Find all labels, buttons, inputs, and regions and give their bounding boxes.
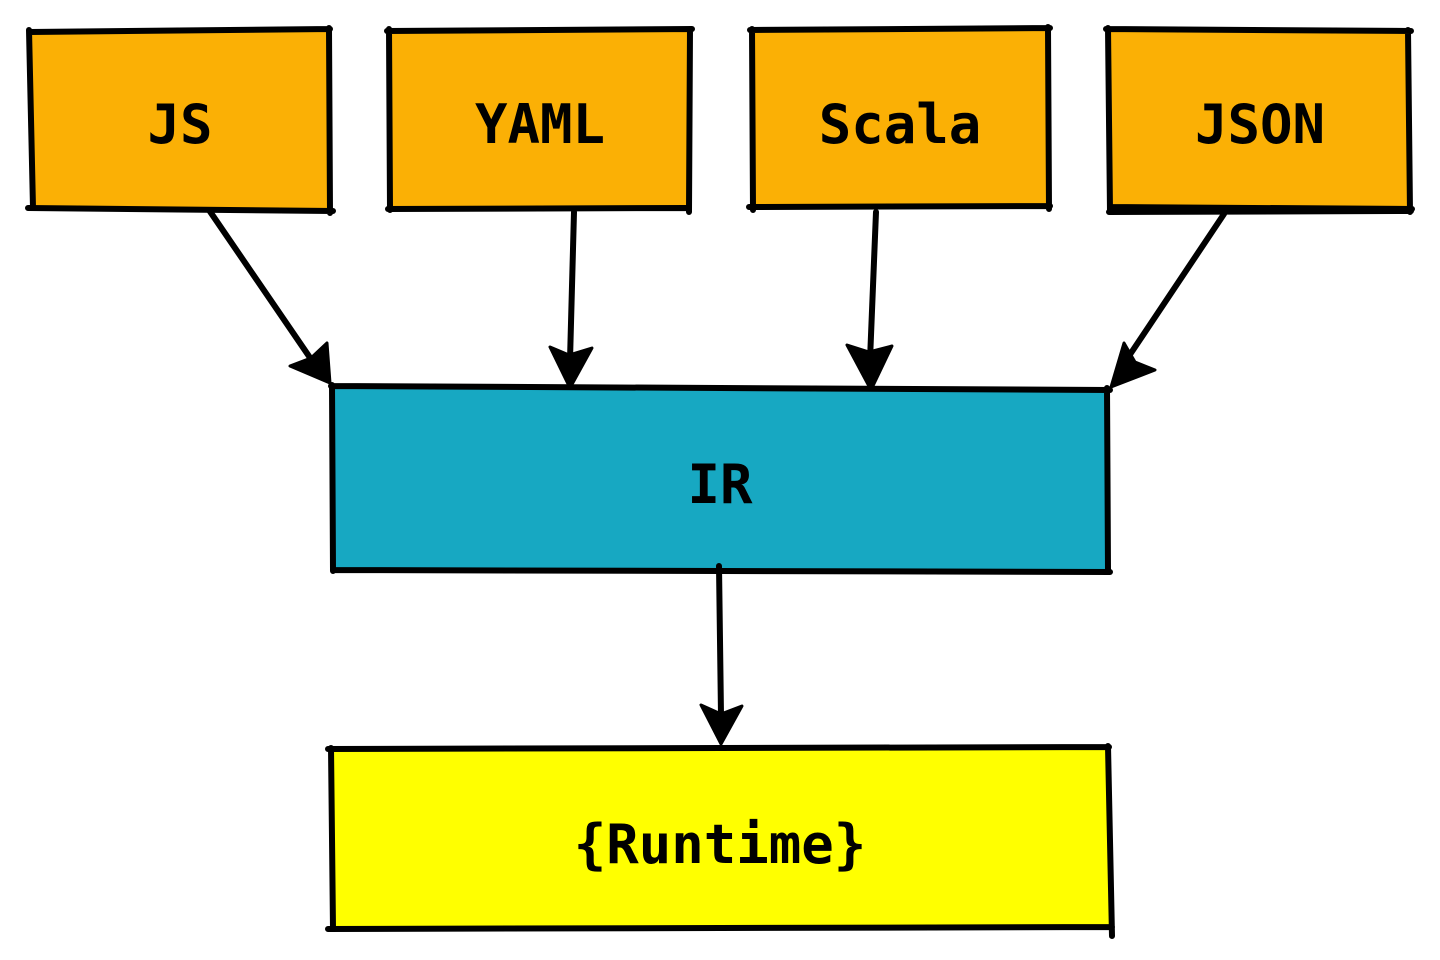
- js-node-border: [25, 25, 336, 216]
- js-node-label: JS: [147, 93, 212, 156]
- yaml-node-fill: [389, 32, 689, 208]
- runtime-node-fill: [331, 749, 1111, 929]
- runtime-node[interactable]: {Runtime}: [325, 743, 1115, 939]
- arrow-yaml-to-ir: [548, 209, 594, 390]
- arrow-ir-to-runtime-line: [716, 563, 724, 718]
- arrow-yaml-to-ir-head: [548, 345, 594, 390]
- scala-node-label: Scala: [819, 93, 982, 156]
- js-node-fill: [31, 32, 329, 208]
- arrow-ir-to-runtime-head: [699, 703, 744, 746]
- arrow-json-to-ir: [1109, 211, 1227, 389]
- yaml-node[interactable]: YAML: [384, 26, 695, 215]
- arrow-scala-to-ir-line: [867, 209, 879, 363]
- arrow-scala-to-ir-head: [845, 343, 894, 392]
- yaml-node-border: [384, 26, 695, 215]
- ir-node-border: [328, 382, 1113, 575]
- js-node[interactable]: JS: [25, 25, 336, 216]
- scala-node-border: [746, 24, 1053, 213]
- scala-node-fill: [752, 30, 1049, 208]
- json-node-border: [1103, 25, 1415, 215]
- ir-node[interactable]: IR: [328, 382, 1113, 575]
- json-node-label: JSON: [1195, 93, 1325, 156]
- arrow-yaml-to-ir-line: [567, 209, 577, 363]
- ir-node-fill: [333, 387, 1109, 572]
- runtime-node-label: {Runtime}: [574, 813, 867, 876]
- arrow-ir-to-runtime: [699, 563, 744, 746]
- arrow-json-to-ir-line: [1122, 211, 1227, 365]
- arrow-json-to-ir-head: [1109, 341, 1157, 389]
- scala-node[interactable]: Scala: [746, 24, 1053, 213]
- ir-node-label: IR: [687, 453, 753, 516]
- arrow-js-to-ir-head: [288, 341, 332, 385]
- arrow-js-to-ir-line: [206, 207, 318, 368]
- runtime-node-border: [325, 743, 1115, 939]
- arrow-scala-to-ir: [845, 209, 894, 392]
- json-node[interactable]: JSON: [1103, 25, 1415, 215]
- json-node-fill: [1110, 31, 1410, 211]
- arrow-js-to-ir: [206, 207, 332, 385]
- yaml-node-label: YAML: [475, 93, 605, 156]
